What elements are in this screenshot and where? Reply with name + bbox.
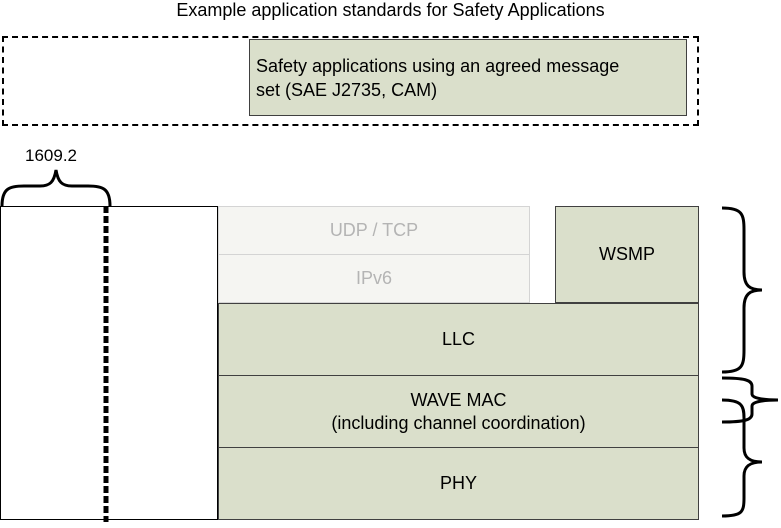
llc-label: LLC: [441, 329, 476, 349]
safety-applications-box: Safety applications using an agreed mess…: [249, 39, 687, 116]
wave-mac-sublabel: (including channel coordination): [331, 412, 586, 433]
ipv6-label: IPv6: [355, 268, 393, 288]
llc-layer: LLC: [218, 303, 699, 376]
safety-applications-line-1: Safety applications using an agreed mess…: [256, 56, 620, 76]
phy-layer: PHY: [218, 447, 699, 520]
lower-stack-brace: [721, 398, 763, 518]
ipv6-layer: IPv6: [218, 254, 530, 303]
diagram-title: Example application standards for Safety…: [176, 0, 605, 20]
wave-mac-label: WAVE MAC: [410, 389, 507, 410]
udp-tcp-layer: UDP / TCP: [218, 206, 530, 255]
mac-brace: [721, 376, 779, 424]
security-standard-label: 1609.2: [25, 146, 77, 165]
phy-label: PHY: [439, 473, 477, 493]
management-plane-box: [0, 206, 218, 520]
wsmp-layer: WSMP: [555, 206, 699, 303]
security-brace: [0, 169, 112, 207]
wave-mac-layer: WAVE MAC (including channel coordination…: [218, 375, 699, 448]
application-standards-frame: [2, 36, 699, 126]
safety-applications-line-2: set (SAE J2735, CAM): [256, 80, 438, 100]
upper-stack-brace: [721, 206, 763, 374]
wsmp-label: WSMP: [599, 244, 655, 264]
udp-tcp-label: UDP / TCP: [329, 220, 419, 240]
